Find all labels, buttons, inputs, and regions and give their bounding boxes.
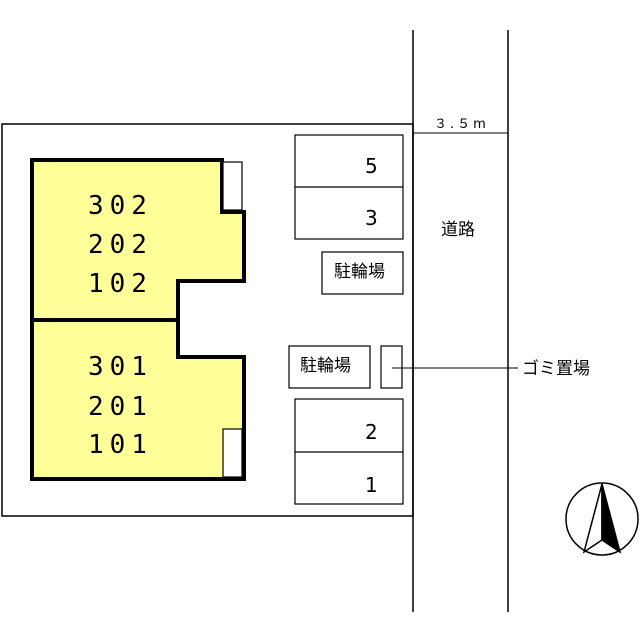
balcony-lower — [222, 428, 243, 478]
balcony-upper — [222, 161, 243, 211]
unit-101: 101 — [88, 430, 153, 460]
parking-space-3: 3 — [365, 206, 378, 230]
parking-space-1: 1 — [365, 473, 378, 497]
bicycle-parking-label-upper: 駐輪場 — [334, 262, 385, 282]
parking-space-2: 2 — [365, 420, 378, 444]
unit-102: 102 — [88, 269, 153, 299]
bicycle-parking-lower — [288, 345, 371, 389]
unit-302: 302 — [88, 191, 153, 221]
bicycle-parking-upper — [321, 251, 404, 295]
unit-202: 202 — [88, 230, 153, 260]
road-width-label: ３.５m — [434, 117, 489, 132]
unit-201: 201 — [88, 392, 153, 422]
unit-301: 301 — [88, 352, 153, 382]
garbage-label: ゴミ置場 — [522, 359, 590, 379]
bicycle-parking-label-lower: 駐輪場 — [300, 356, 351, 376]
north-arrow-icon — [565, 482, 639, 556]
parking-space-5: 5 — [365, 154, 378, 178]
road-label: 道路 — [441, 220, 475, 240]
garbage-area — [380, 345, 403, 389]
